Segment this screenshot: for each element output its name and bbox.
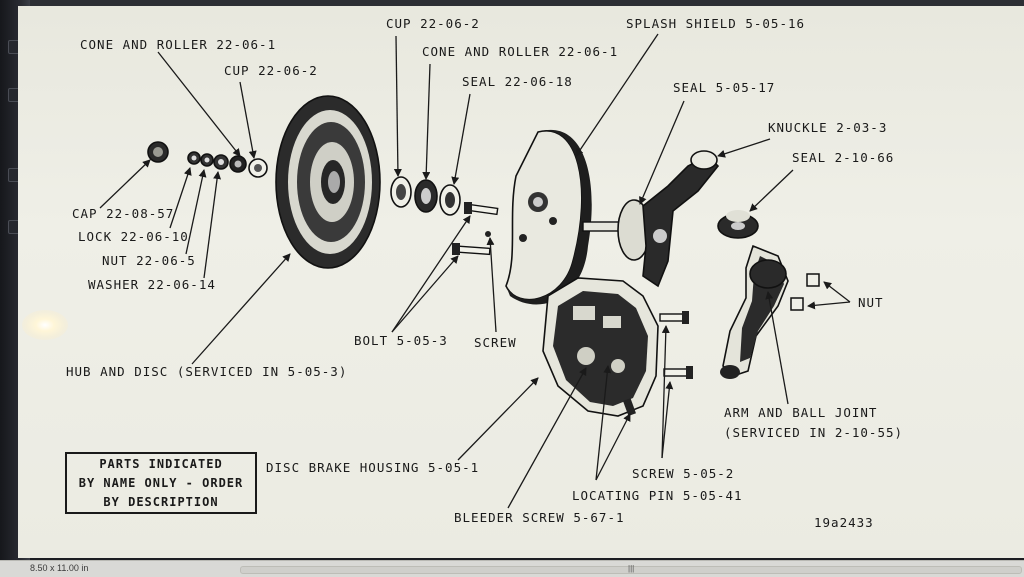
label-nut-right: NUT xyxy=(858,295,884,310)
hub-and-disc-part xyxy=(275,95,381,269)
label-washer: WASHER 22-06-14 xyxy=(88,277,216,292)
notice-line: BY NAME ONLY - ORDER xyxy=(78,475,244,490)
label-screw-small: SCREW xyxy=(474,335,517,350)
arm-and-ball-joint-part xyxy=(720,244,789,379)
label-disc-brake-housing: DISC BRAKE HOUSING 5-05-1 xyxy=(266,460,479,475)
status-bar: 8.50 x 11.00 in ||| xyxy=(0,560,1024,577)
scrollbar-grip-icon[interactable]: ||| xyxy=(628,564,635,573)
label-nut-hub: NUT 22-06-5 xyxy=(102,253,196,268)
label-cup-top: CUP 22-06-2 xyxy=(386,16,480,31)
label-hub-and-disc: HUB AND DISC (SERVICED IN 5-05-3) xyxy=(66,364,347,379)
exploded-parts-diagram: CONE AND ROLLER 22-06-1 CUP 22-06-2 CUP … xyxy=(66,16,903,530)
label-locating-pin: LOCATING PIN 5-05-41 xyxy=(572,488,743,503)
label-lock: LOCK 22-06-10 xyxy=(78,229,189,244)
label-arm-and-ball-joint: ARM AND BALL JOINT xyxy=(724,405,877,420)
document-page: CONE AND ROLLER 22-06-1 CUP 22-06-2 CUP … xyxy=(18,6,1024,558)
label-cone-and-roller-right: CONE AND ROLLER 22-06-1 xyxy=(422,44,618,59)
bearing-set-part xyxy=(390,176,461,216)
label-splash-shield: SPLASH SHIELD 5-05-16 xyxy=(626,16,805,31)
figure-id: 19a2433 xyxy=(814,515,874,530)
ball-joint-seal-part xyxy=(717,210,759,239)
label-bolt: BOLT 5-05-3 xyxy=(354,333,448,348)
housing-screw-parts xyxy=(659,311,693,379)
disc-brake-housing-part xyxy=(542,277,659,417)
label-seal-hub: SEAL 22-06-18 xyxy=(462,74,573,89)
label-knuckle: KNUCKLE 2-03-3 xyxy=(768,120,887,135)
label-cone-and-roller-left: CONE AND ROLLER 22-06-1 xyxy=(80,37,276,52)
nut-parts xyxy=(790,273,820,311)
knuckle-part xyxy=(582,150,720,288)
label-cap: CAP 22-08-57 xyxy=(72,206,174,221)
parts-notice-box: PARTS INDICATED BY NAME ONLY - ORDER BY … xyxy=(65,452,257,514)
label-screw-housing: SCREW 5-05-2 xyxy=(632,466,734,481)
label-seal-ball-joint: SEAL 2-10-66 xyxy=(792,150,894,165)
splash-shield-part xyxy=(505,129,592,305)
page-size-readout: 8.50 x 11.00 in xyxy=(30,563,89,573)
label-bleeder-screw: BLEEDER SCREW 5-67-1 xyxy=(454,510,625,525)
window-top-edge xyxy=(0,0,1024,6)
screen-glare xyxy=(22,310,68,340)
notice-line: BY DESCRIPTION xyxy=(103,494,219,509)
bolt-parts xyxy=(452,202,499,256)
label-arm-and-ball-joint-service: (SERVICED IN 2-10-55) xyxy=(724,425,903,440)
leader-lines xyxy=(99,33,851,509)
cap-part xyxy=(147,141,169,163)
notice-line: PARTS INDICATED xyxy=(99,456,223,471)
label-cup-left: CUP 22-06-2 xyxy=(224,63,318,78)
small-ring-parts xyxy=(187,151,268,178)
horizontal-scrollbar[interactable] xyxy=(240,566,1022,574)
label-seal-knuckle: SEAL 5-05-17 xyxy=(673,80,775,95)
